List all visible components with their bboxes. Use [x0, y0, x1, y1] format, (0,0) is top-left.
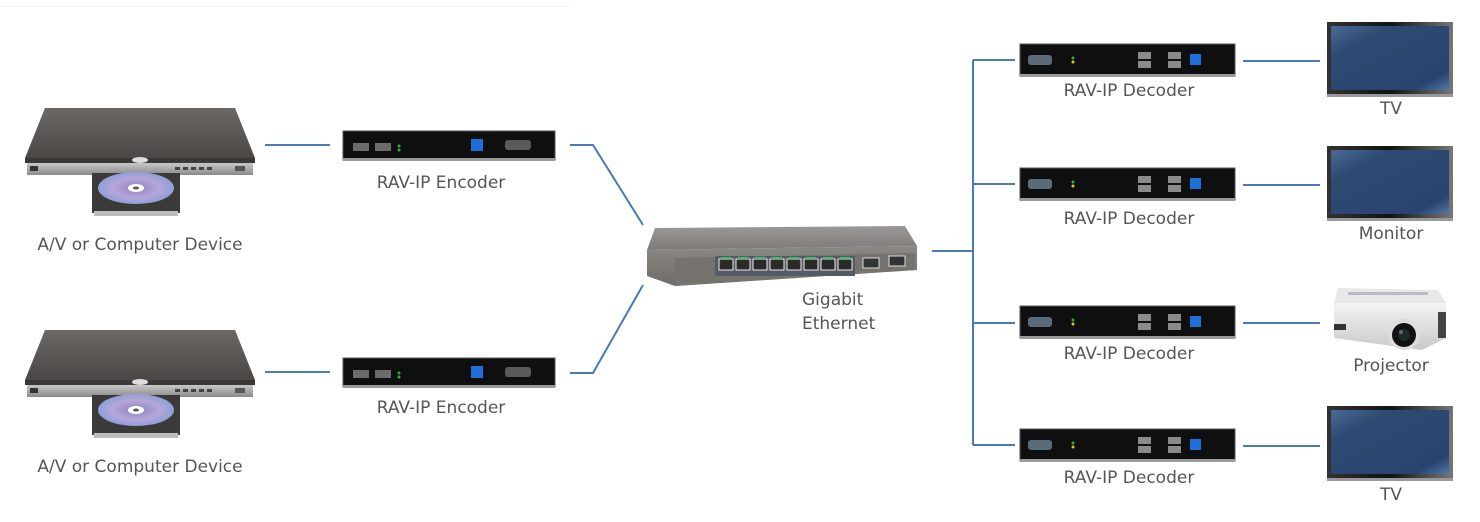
port-led	[806, 257, 816, 259]
display-label-2: Monitor	[1358, 224, 1424, 244]
dvd-player-icon	[25, 108, 255, 216]
switch-label-line1: Gigabit	[802, 290, 864, 310]
encoder-device-icon	[342, 130, 556, 161]
connection-lines	[265, 59, 1320, 447]
switch-label-line2: Ethernet	[802, 314, 876, 334]
port-led	[755, 257, 765, 259]
decoder-label-2: RAV-IP Decoder	[1063, 209, 1195, 229]
decoder-device-icon-2	[1019, 167, 1236, 202]
ethernet-port	[837, 258, 853, 271]
decoder-device-icon-3	[1019, 305, 1236, 340]
ethernet-port	[803, 258, 819, 271]
monitor-icon	[1327, 146, 1453, 221]
top-divider	[0, 6, 570, 7]
link-encoder2-switch	[570, 284, 644, 374]
source-label-1: A/V or Computer Device	[37, 235, 243, 255]
link-encoder1-switch	[570, 144, 644, 226]
display-label-4: TV	[1379, 485, 1403, 505]
decoder-label-4: RAV-IP Decoder	[1063, 468, 1195, 488]
display-label-1: TV	[1379, 99, 1403, 119]
decoder-label-1: RAV-IP Decoder	[1063, 81, 1195, 101]
port-led	[738, 257, 748, 259]
port-led	[823, 257, 833, 259]
decoder-device-icon	[1019, 43, 1236, 77]
encoder-label-1: RAV-IP Encoder	[376, 173, 506, 193]
gigabit-switch-icon	[647, 226, 917, 286]
ethernet-port	[769, 258, 785, 271]
ethernet-port	[820, 258, 836, 271]
port-led	[789, 257, 799, 259]
display-label-3: Projector	[1353, 356, 1429, 376]
port-led	[772, 257, 782, 259]
dvd-player-icon-2	[25, 330, 255, 438]
tv-icon	[1327, 22, 1453, 97]
ethernet-port	[735, 258, 751, 271]
ethernet-port	[752, 258, 768, 271]
source-label-2: A/V or Computer Device	[37, 457, 243, 477]
port-led	[721, 257, 731, 259]
port-led	[840, 257, 850, 259]
projector-icon	[1334, 288, 1446, 350]
ethernet-port	[786, 258, 802, 271]
tv-icon-2	[1327, 406, 1453, 481]
ethernet-port	[718, 258, 734, 271]
encoder-label-2: RAV-IP Encoder	[376, 398, 506, 418]
encoder-device-icon-2	[342, 357, 556, 389]
decoder-label-3: RAV-IP Decoder	[1063, 344, 1195, 364]
decoder-device-icon-4	[1019, 428, 1236, 463]
